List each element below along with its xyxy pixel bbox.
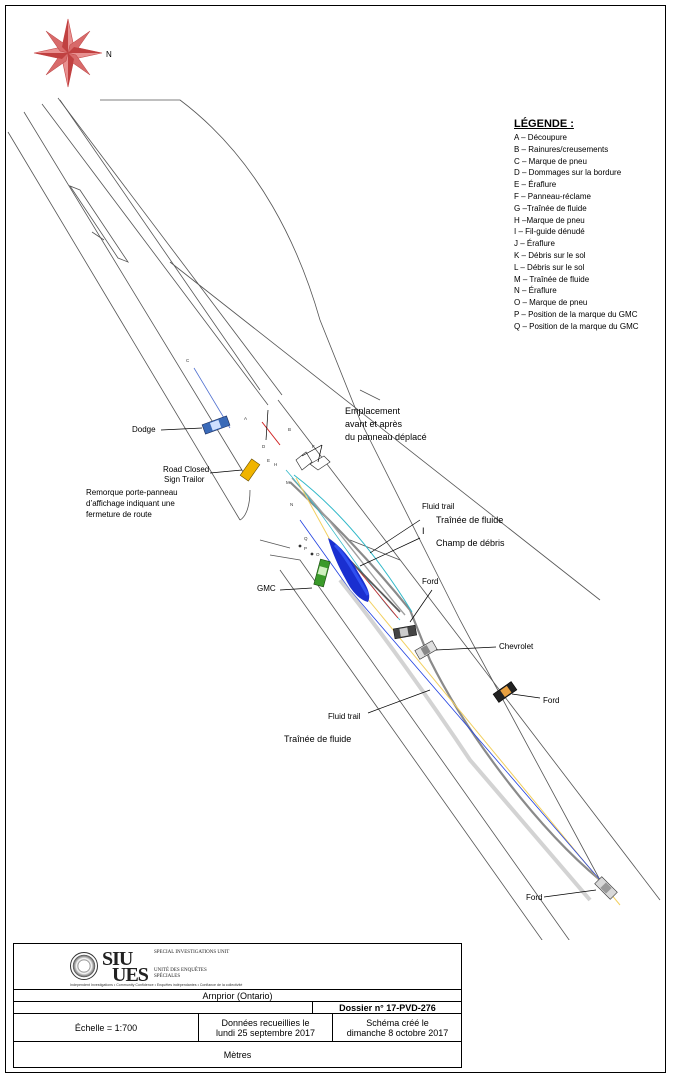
ford-vehicle-1 bbox=[392, 624, 418, 640]
dossier-row: Dossier n° 17-PVD-276 bbox=[14, 1001, 461, 1013]
legend-item: A – Découpure bbox=[514, 133, 567, 142]
label-emplacement-1: Emplacement bbox=[345, 406, 401, 416]
ford-vehicle-2 bbox=[492, 681, 518, 703]
marker-f: F bbox=[312, 444, 315, 449]
marker-p: P bbox=[304, 546, 307, 551]
label-fluid-trail-2: Fluid trail bbox=[328, 712, 361, 721]
units-text: Mètres bbox=[223, 1050, 252, 1060]
page-frame bbox=[5, 5, 666, 1073]
label-trainee-1: Traînée de fluide bbox=[436, 515, 504, 525]
label-ford-1: Ford bbox=[422, 577, 439, 586]
label-remorque-1: Remorque porte-panneau bbox=[86, 488, 178, 497]
location-text: Arnprior (Ontario) bbox=[202, 990, 273, 1001]
label-ford-3: Ford bbox=[526, 893, 543, 902]
data-collected-line-1: Données recueillies le bbox=[221, 1017, 310, 1028]
marker-q: Q bbox=[304, 536, 308, 541]
legend-title: LÉGENDE : bbox=[514, 118, 574, 130]
legend-item: O – Marque de pneu bbox=[514, 298, 588, 308]
legend: LÉGENDE : A – Découpure B – Rainures/cre… bbox=[514, 118, 664, 333]
marker-a: A bbox=[244, 416, 247, 421]
label-emplacement-2: avant et après bbox=[345, 419, 403, 429]
marker-m: M bbox=[286, 480, 290, 485]
compass-north-label: N bbox=[106, 50, 112, 59]
legend-item: L – Débris sur le sol bbox=[514, 262, 585, 272]
legend-item: Q – Position de la marque du GMC bbox=[514, 321, 639, 331]
logo-ues: UES bbox=[112, 964, 149, 986]
chevrolet-vehicle bbox=[414, 640, 438, 660]
marker-d: D bbox=[262, 444, 266, 449]
dodge-vehicle bbox=[201, 415, 231, 435]
leader-lines bbox=[160, 409, 597, 898]
label-emplacement-3: du panneau déplacé bbox=[345, 432, 427, 442]
marker-h: H bbox=[274, 462, 277, 467]
debris-field bbox=[328, 538, 370, 602]
legend-item: G –Traînée de fluide bbox=[514, 203, 587, 213]
legend-item: K – Débris sur le sol bbox=[514, 250, 586, 260]
schema-created: Schéma créé le dimanche 8 octobre 2017 bbox=[332, 1014, 462, 1041]
legend-item: M – Traînée de fluide bbox=[514, 274, 590, 284]
schema-created-line-1: Schéma créé le bbox=[366, 1017, 429, 1028]
data-collected-line-2: lundi 25 septembre 2017 bbox=[215, 1027, 316, 1038]
marker-o: O bbox=[316, 552, 320, 557]
label-remorque-3: fermeture de route bbox=[86, 510, 152, 519]
label-champ-debris: Champ de débris bbox=[436, 538, 505, 548]
title-block: SIU UES SPECIAL INVESTIGATIONS UNIT UNIT… bbox=[13, 943, 462, 1068]
label-fluid-trail-1: Fluid trail bbox=[422, 502, 455, 511]
label-chevrolet: Chevrolet bbox=[499, 642, 534, 651]
legend-item: B – Rainures/creusements bbox=[514, 144, 609, 154]
fluid-trails bbox=[193, 367, 621, 906]
logo-tagline: Independent Investigations • Community C… bbox=[70, 983, 243, 987]
label-sign-trailor-1: Road Closed bbox=[163, 465, 210, 474]
ford-vehicle-3 bbox=[594, 876, 618, 900]
info-row: Échelle = 1:700 Données recueillies le l… bbox=[14, 1013, 461, 1041]
marker-c: C bbox=[186, 358, 190, 363]
collision-diagram: N bbox=[7, 18, 661, 940]
fluid-trail-gray bbox=[289, 481, 601, 881]
label-sign-trailor-2: Sign Trailor bbox=[164, 475, 205, 484]
data-collected: Données recueillies le lundi 25 septembr… bbox=[198, 1014, 332, 1041]
location-row: Arnprior (Ontario) bbox=[14, 989, 461, 1001]
label-dodge: Dodge bbox=[132, 425, 156, 434]
marker-n: N bbox=[290, 502, 293, 507]
fluid-trail-red bbox=[261, 421, 281, 446]
logo-siu: SIU bbox=[102, 948, 133, 970]
logo-text-1: SPECIAL INVESTIGATIONS UNIT bbox=[154, 950, 230, 955]
label-trainee-2: Traînée de fluide bbox=[284, 734, 352, 744]
seal-icon bbox=[70, 952, 98, 980]
compass-rose-icon bbox=[33, 18, 103, 88]
road-edges bbox=[7, 97, 661, 940]
legend-item: P – Position de la marque du GMC bbox=[514, 309, 638, 319]
label-letter-i: I bbox=[422, 526, 425, 536]
schema-created-line-2: dimanche 8 octobre 2017 bbox=[346, 1027, 449, 1038]
label-ford-2: Ford bbox=[543, 696, 560, 705]
legend-item: D – Dommages sur la bordure bbox=[514, 168, 622, 178]
marker-b: B bbox=[288, 427, 291, 432]
legend-item: H –Marque de pneu bbox=[514, 215, 585, 225]
sign-trailer-vehicle bbox=[239, 458, 261, 482]
legend-item: E – Éraflure bbox=[514, 180, 557, 190]
legend-item: N – Éraflure bbox=[514, 286, 557, 296]
units-row: Mètres bbox=[14, 1041, 461, 1068]
logo-text-2: UNITÉ DES ENQUÊTES SPÉCIALES bbox=[154, 968, 207, 979]
tire-mark-icon bbox=[298, 544, 314, 556]
marker-e: E bbox=[267, 458, 270, 463]
dossier-number: Dossier n° 17-PVD-276 bbox=[312, 1002, 462, 1013]
label-gmc: GMC bbox=[257, 584, 276, 593]
siu-logo: SIU UES SPECIAL INVESTIGATIONS UNIT UNIT… bbox=[70, 948, 242, 988]
legend-item: C – Marque de pneu bbox=[514, 156, 587, 166]
label-remorque-2: d’affichage indiquant une bbox=[86, 499, 175, 508]
legend-item: J – Éraflure bbox=[514, 239, 555, 249]
legend-item: I – Fil-guide dénudé bbox=[514, 227, 585, 237]
relocated-sign-icon bbox=[295, 451, 331, 471]
gmc-vehicle bbox=[313, 558, 331, 588]
scale-text: Échelle = 1:700 bbox=[74, 1022, 138, 1033]
legend-item: F – Panneau-réclame bbox=[514, 191, 591, 201]
